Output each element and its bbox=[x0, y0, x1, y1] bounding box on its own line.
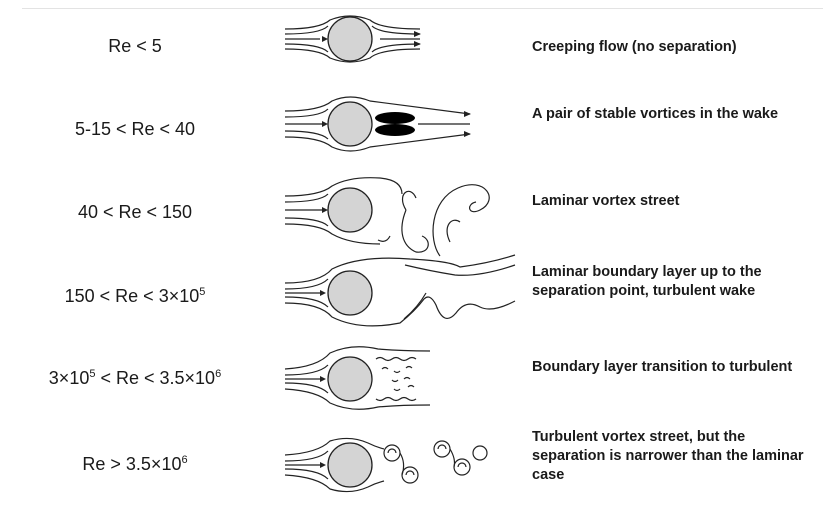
stable-vortex-pair-sketch bbox=[280, 97, 510, 177]
boundary-layer-transition-sketch bbox=[280, 337, 510, 417]
creeping-flow-sketch bbox=[280, 14, 510, 94]
regime-label: Re > 3.5×106 bbox=[0, 454, 270, 475]
regime-label: 150 < Re < 3×105 bbox=[0, 286, 270, 307]
laminar-vortex-street-sketch bbox=[280, 170, 510, 250]
turbulent-vortex-street-sketch bbox=[280, 423, 510, 503]
regime-description: Laminar boundary layer up to the separat… bbox=[532, 263, 817, 301]
regime-label: 3×105 < Re < 3.5×106 bbox=[0, 368, 270, 389]
regime-label: Re < 5 bbox=[0, 36, 270, 57]
regime-description: Turbulent vortex street, but the separat… bbox=[532, 428, 817, 485]
regime-description: Creeping flow (no separation) bbox=[532, 38, 817, 57]
turbulent-wake-sketch bbox=[280, 253, 510, 333]
regime-description: Laminar vortex street bbox=[532, 192, 817, 211]
top-divider bbox=[22, 8, 823, 9]
regime-label: 40 < Re < 150 bbox=[0, 202, 270, 223]
regime-label: 5-15 < Re < 40 bbox=[0, 119, 270, 140]
regime-description: Boundary layer transition to turbulent bbox=[532, 358, 817, 377]
regime-description: A pair of stable vortices in the wake bbox=[532, 105, 817, 124]
